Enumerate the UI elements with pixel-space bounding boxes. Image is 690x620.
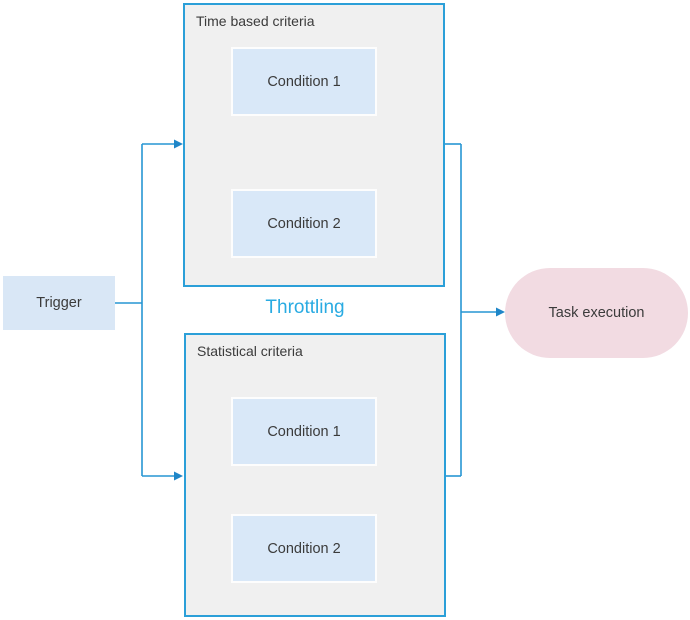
throttling-label: Throttling xyxy=(265,297,345,318)
trigger-label: Trigger xyxy=(36,295,82,311)
time-condition-1-box: Condition 1 xyxy=(231,47,377,116)
trigger-box: Trigger xyxy=(3,276,115,330)
stat-condition-2-label: Condition 2 xyxy=(267,540,341,557)
arrowhead-task-execution xyxy=(496,307,505,317)
arrowhead-stat-group-entry xyxy=(174,471,183,481)
task-execution-label: Task execution xyxy=(548,305,645,321)
time-condition-1-label: Condition 1 xyxy=(267,73,341,90)
time-based-criteria-title: Time based criteria xyxy=(196,13,315,29)
stat-condition-1-label: Condition 1 xyxy=(267,423,341,440)
time-condition-2-box: Condition 2 xyxy=(231,189,377,258)
task-execution-pill: Task execution xyxy=(505,268,688,358)
arrowhead-time-group-entry xyxy=(174,139,183,149)
stat-condition-1-box: Condition 1 xyxy=(231,397,377,466)
time-condition-2-label: Condition 2 xyxy=(267,215,341,232)
statistical-criteria-title: Statistical criteria xyxy=(197,343,303,359)
stat-condition-2-box: Condition 2 xyxy=(231,514,377,583)
